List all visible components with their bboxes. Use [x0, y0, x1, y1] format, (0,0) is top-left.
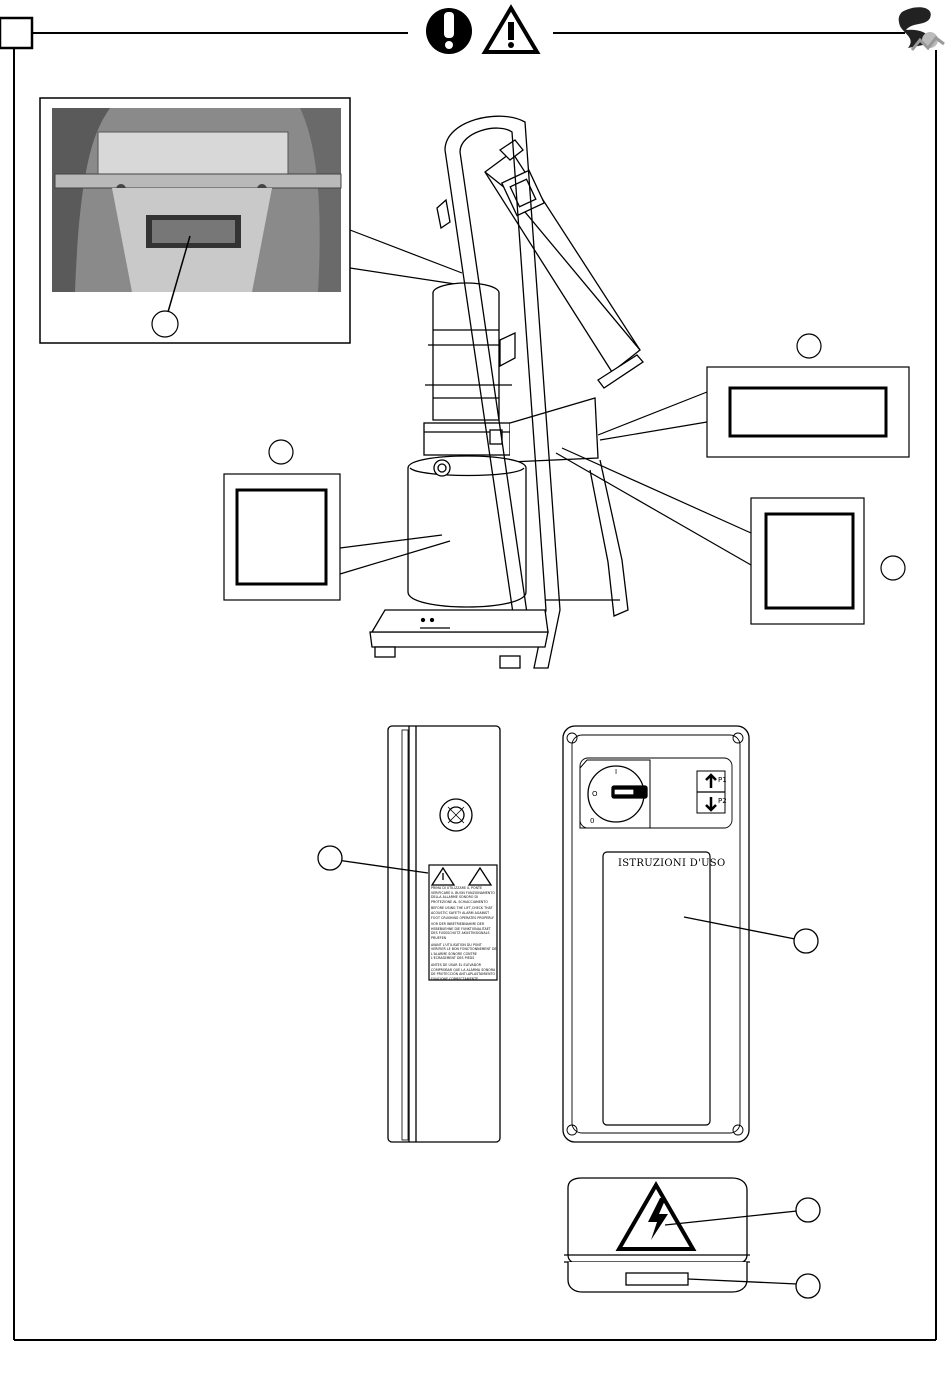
arrow-up-label: P1 — [718, 776, 727, 784]
zoom-lines — [349, 229, 463, 285]
switch-off-label: O — [592, 790, 598, 798]
exclamation-icon — [426, 8, 472, 54]
page-border — [0, 16, 937, 1341]
callout-box-label-bottom — [555, 447, 906, 625]
warning-paragraph-es: ANTES DE USAR EL ELEVADOR COMPROBAR QUE … — [431, 962, 496, 981]
warning-paragraph-it: PRIMA DI UTILIZZARE IL PONTE VERIFICARE … — [431, 886, 495, 904]
photo-inset — [39, 97, 351, 344]
electric-hazard-icon — [615, 1181, 697, 1251]
callout-tank-label — [223, 439, 451, 601]
control-box-bottom-view — [564, 1177, 821, 1299]
switch-zero-label: 0 — [590, 817, 595, 825]
instructions-label: ISTRUZIONI D'USO — [618, 858, 726, 869]
control-box-side-view — [317, 725, 501, 1143]
warning-triangle-icon — [481, 4, 541, 54]
brand-logo-icon — [898, 7, 945, 51]
side-warning-label-text: PRIMA DI UTILIZZARE IL PONTE VERIFICARE … — [431, 886, 497, 983]
power-unit-drawing — [369, 115, 644, 669]
warning-paragraph-de: VOR DER INBETRIEBNAHME DER HEBEBUEHNE DI… — [431, 922, 491, 940]
arrow-down-label: P2 — [718, 797, 727, 805]
switch-on-label: I — [615, 768, 618, 776]
control-box-front-view — [562, 725, 819, 1143]
warning-paragraph-en: BEFORE USING THE LIFT,CHECK THAT ACOUSTI… — [431, 906, 494, 920]
warning-paragraph-fr: AVANT L'UTILISATION DU PONT VERIFIER LE … — [431, 942, 497, 961]
callout-box-label-top — [597, 333, 910, 458]
